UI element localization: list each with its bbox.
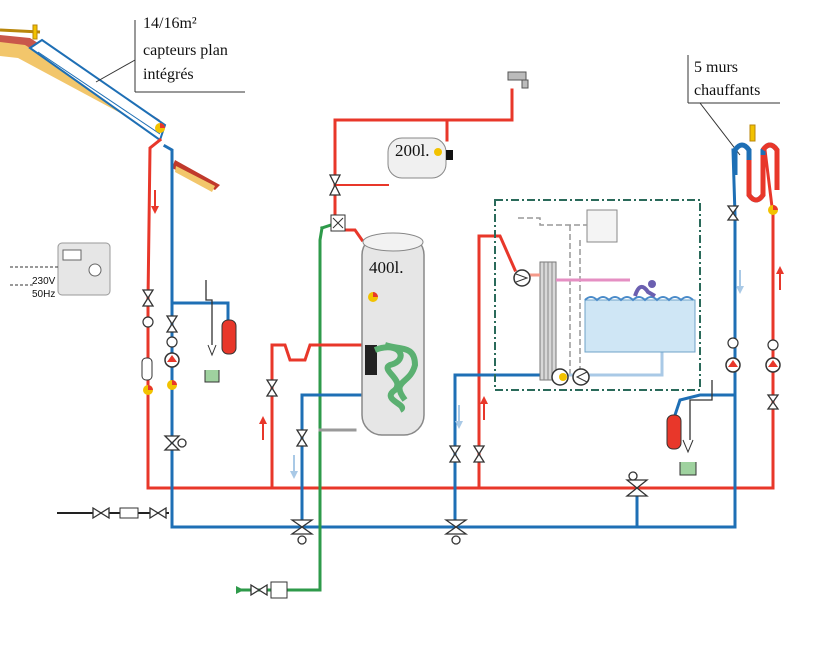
walls-type-label: chauffants bbox=[694, 82, 761, 99]
voltage-label: 230V bbox=[32, 276, 56, 287]
collectors-integrated-label: intégrés bbox=[143, 66, 194, 83]
collectors-type-label: capteurs plan bbox=[143, 42, 228, 59]
valve-icon[interactable] bbox=[448, 445, 462, 463]
thermometer-icon bbox=[727, 337, 739, 349]
frequency-label: 50Hz bbox=[32, 289, 56, 300]
pool-module-box bbox=[494, 199, 701, 391]
valve-icon[interactable] bbox=[250, 583, 268, 597]
pool-swimmer-icon bbox=[633, 280, 656, 298]
pump-icon[interactable] bbox=[725, 357, 741, 373]
storage-tank-400 bbox=[361, 232, 425, 436]
thermometer-icon bbox=[767, 339, 779, 351]
solar-controller bbox=[10, 242, 111, 296]
solar-collector-panel bbox=[28, 38, 167, 142]
storage-tank-200 bbox=[387, 137, 453, 179]
pump-icon[interactable] bbox=[164, 352, 180, 368]
tank-200-label: 200l. bbox=[395, 141, 430, 160]
tank-400-label: 400l. bbox=[369, 258, 404, 277]
valve-icon[interactable] bbox=[295, 429, 309, 447]
pump-icon[interactable] bbox=[513, 269, 531, 287]
plate-heat-exchanger bbox=[539, 261, 557, 381]
mixing-valve-icon[interactable] bbox=[163, 435, 181, 451]
water-meter-icon bbox=[119, 507, 139, 519]
temperature-sensor-icon bbox=[143, 123, 778, 395]
valve-icon[interactable] bbox=[141, 289, 155, 307]
valve-icon[interactable] bbox=[149, 506, 167, 520]
pump-icon[interactable] bbox=[765, 357, 781, 373]
mixing-valve-icon[interactable] bbox=[289, 519, 315, 535]
expansion-vessel bbox=[141, 319, 682, 450]
collectors-area-label: 14/16m² bbox=[143, 15, 197, 32]
pump-icon[interactable] bbox=[572, 368, 590, 386]
walls-count-label: 5 murs bbox=[694, 59, 738, 76]
pool-controller bbox=[586, 209, 618, 243]
mixing-valve-icon[interactable] bbox=[625, 479, 649, 497]
mixing-valve-small[interactable] bbox=[330, 214, 346, 232]
valve-icon[interactable] bbox=[92, 506, 110, 520]
sun-icon bbox=[32, 24, 756, 142]
valve-icon[interactable] bbox=[165, 315, 179, 333]
softener-icon bbox=[236, 581, 288, 599]
wall-heating-coil bbox=[732, 142, 780, 203]
thermometer-icon bbox=[166, 336, 178, 348]
drain-pot-icon bbox=[204, 344, 697, 476]
mixing-valve-icon[interactable] bbox=[443, 519, 469, 535]
valve-icon[interactable] bbox=[328, 174, 342, 196]
swimming-pool bbox=[584, 296, 696, 353]
valve-icon[interactable] bbox=[766, 394, 780, 410]
valve-icon[interactable] bbox=[726, 205, 740, 221]
tap-icon bbox=[507, 71, 529, 89]
valve-icon[interactable] bbox=[265, 379, 279, 397]
valve-icon[interactable] bbox=[472, 445, 486, 463]
thermometer-icon bbox=[142, 316, 154, 328]
